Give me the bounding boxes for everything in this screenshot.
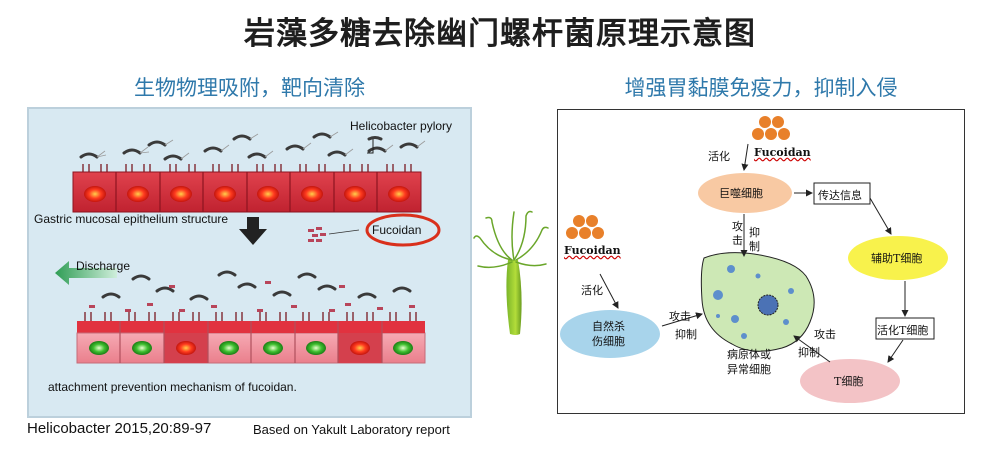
- diagram-caption: attachment prevention mechanism of fucoi…: [48, 380, 297, 394]
- inhibit-mac-label-2: 制: [749, 240, 760, 253]
- attack-t-label: 攻击: [814, 328, 836, 341]
- activated-t-label: 活化T细胞: [877, 324, 929, 337]
- inhibit-nk-label: 抑制: [675, 328, 697, 341]
- page-title: 岩藻多糖去除幽门螺杆菌原理示意图: [244, 16, 756, 52]
- t-cell-label: T细胞: [834, 375, 864, 388]
- left-diagram-panel: Helicobacter pylory Gastric mucosal epit…: [27, 107, 472, 418]
- activated-t-box: [875, 317, 935, 340]
- pathogen-particles: [713, 265, 794, 339]
- attack-mac-label-2: 击: [732, 234, 743, 247]
- helicobacter-label: Helicobacter pylory: [350, 119, 453, 133]
- seaweed-illustration: [473, 210, 549, 335]
- macrophage-cell: [698, 173, 792, 213]
- immune-mechanism-diagram: [560, 116, 948, 403]
- gastric-epithelium-illustration: [55, 131, 441, 364]
- fucoidan-left-particles: [566, 215, 604, 239]
- source-note: Based on Yakult Laboratory report: [253, 422, 450, 437]
- helper-t-cell: [848, 236, 948, 280]
- transmit-box: [813, 182, 871, 205]
- inhibit-t-label: 抑制: [798, 346, 820, 359]
- inhibit-mac-label-1: 抑: [749, 226, 760, 239]
- right-subtitle: 增强胃黏膜免疫力，抑制入侵: [624, 76, 898, 100]
- pathogen-label-line1: 病原体或: [727, 348, 771, 361]
- fucoidan-label: Fucoidan: [372, 223, 422, 237]
- pathogen-cell: [700, 252, 815, 352]
- nk-cell-label-line1: 自然杀: [592, 320, 625, 333]
- fucoidan-top-label: Fucoidan: [754, 146, 811, 159]
- left-subtitle: 生物物理吸附，靶向清除: [134, 76, 365, 100]
- fucoidan-left-label: Fucoidan: [564, 244, 621, 257]
- attack-nk-label: 攻击: [669, 310, 691, 323]
- macrophage-label: 巨噬细胞: [719, 187, 763, 200]
- discharge-label: Discharge: [76, 259, 131, 273]
- fucoidan-top-particles: [752, 116, 790, 140]
- activate-left-label: 活化: [581, 284, 603, 297]
- helicobacter-bacteria-top: [79, 132, 419, 161]
- helper-t-label: 辅助T细胞: [871, 252, 923, 265]
- activate-top-label: 活化: [708, 150, 730, 163]
- nk-cell: [560, 310, 660, 358]
- right-diagram-panel: 活化 Fucoidan 巨噬细胞 传达信息 辅助T细胞 活化T细胞 T细胞 Fu…: [557, 109, 965, 414]
- source-citation: Helicobacter 2015,20:89-97: [27, 420, 212, 437]
- pathogen-label-line2: 异常细胞: [727, 363, 771, 376]
- pathogen-nucleus: [757, 294, 779, 316]
- bottom-epithelium-row: [76, 312, 426, 364]
- t-cell: [800, 359, 900, 403]
- attack-mac-label-1: 攻: [732, 220, 743, 233]
- epithelium-label: Gastric mucosal epithelium structure: [34, 212, 229, 226]
- top-epithelium-row: [72, 164, 422, 213]
- transmit-label: 传达信息: [818, 189, 862, 202]
- nk-cell-label-line2: 伤细胞: [592, 335, 625, 348]
